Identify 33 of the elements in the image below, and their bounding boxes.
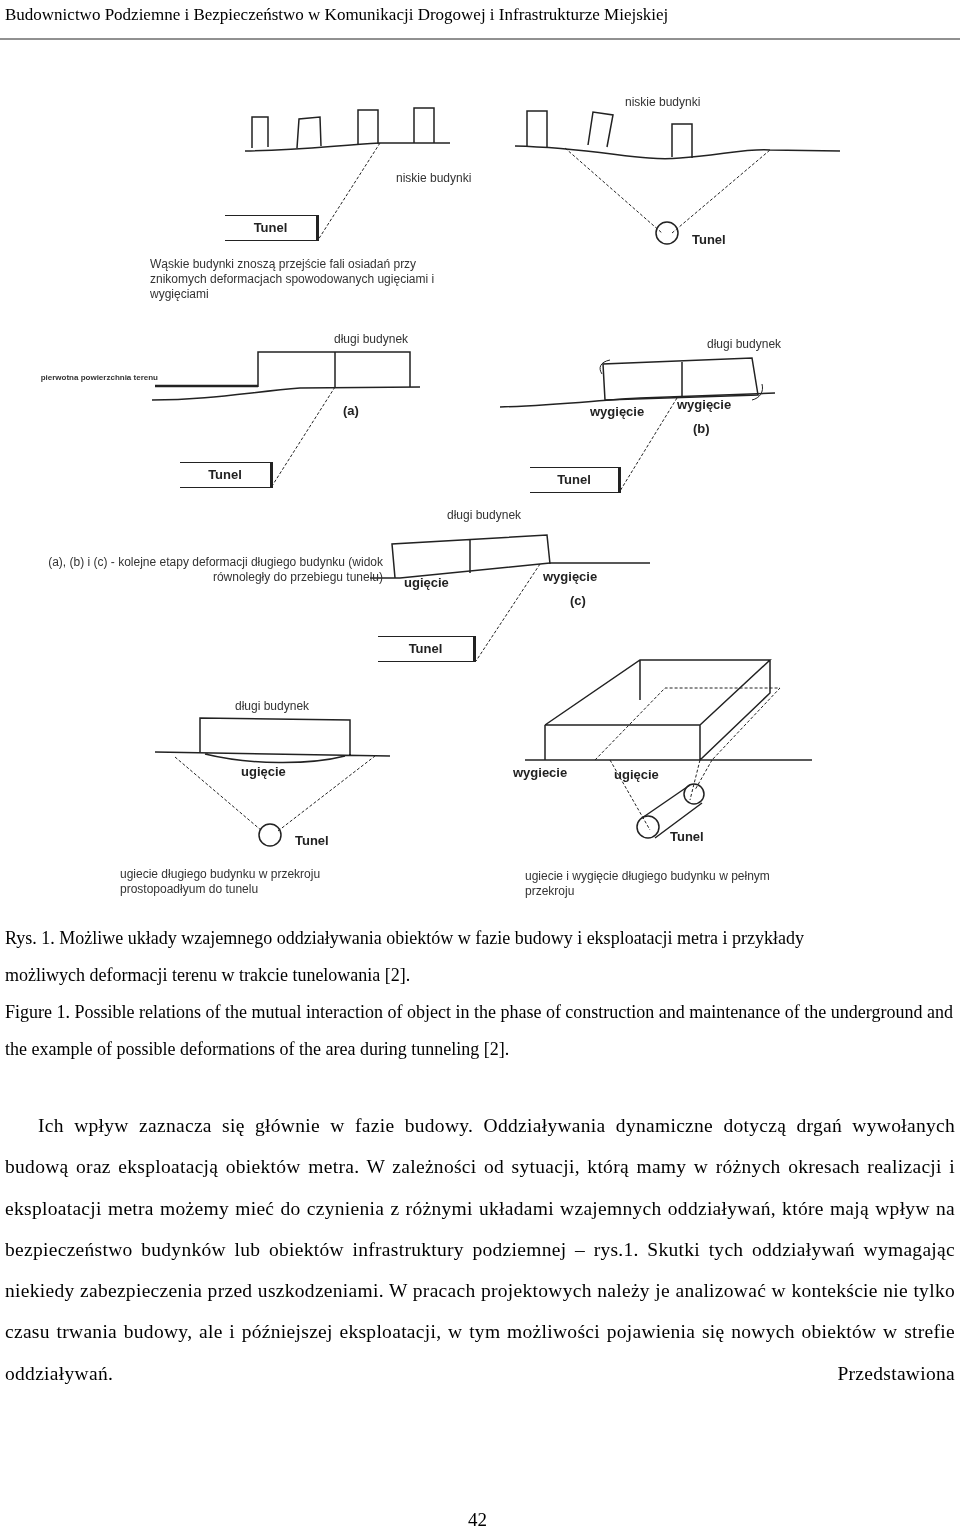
deformation-label: ugięcie xyxy=(241,764,286,779)
building-label: długi budynek xyxy=(235,699,310,714)
deformation-label: wygiecie xyxy=(513,765,568,780)
building-label: długi budynek xyxy=(707,337,782,352)
note-text: (a), (b) i (c) - kolejne etapy deformacji długiego budynku (widok równoległy do przebiegu tunelu) xyxy=(47,555,383,585)
building-label: niskie budynki xyxy=(625,95,701,110)
deformation-label: wygięcie xyxy=(677,397,732,412)
deformation-label: wygięcie xyxy=(543,569,598,584)
tunnel-box: Tunel xyxy=(530,467,621,493)
body-paragraph: Ich wpływ zaznacza się głównie w fazie budowy. Oddziaływania dynamiczne dotyczą drgań wywołanych budową oraz eksploatacją obiektów metra. W zależności od sytuacji, którą mamy w różnych okresach realizacji i eksploatacji metra możemy mieć do czynienia z różnymi układami wzajemnych oddziaływań, które mają wpływ na bezpieczeństwo budynków lub obiektów infrastruktury podziemnej – rys.1. Skutki tych oddziaływań wymagając niekiedy zabezpieczenia przed uszkodzeniami. W pracach projektowych należy je analizować w kontekście nie tylko czasu trwania budowy, ale i późniejszej eksploatacji, w tym możliwości pojawienia się nowych obiektów w strefie oddziaływań. Przedstawiona xyxy=(5,1114,955,1386)
tunnel-label: Tunel xyxy=(670,829,704,844)
figure-caption: Rys. 1. Możliwe układy wzajemnego oddziaływania obiektów w fazie budowy i eksploatacji metra i przykłady możliwych deformacji terenu w trakcie tunelowania [2]. xyxy=(5,927,806,987)
tunnel-label: Tunel xyxy=(692,232,726,247)
deformation-label: wygięcie xyxy=(590,404,645,419)
tunnel-box: Tunel xyxy=(225,215,319,241)
note-text: ugiecie długiego budynku w przekroju prostopoadłyum do tunelu xyxy=(120,867,322,897)
note-text: ugiecie i wygięcie długiego budynku w pełnym przekroju xyxy=(525,869,771,899)
tunnel-box: Tunel xyxy=(378,636,476,662)
page-number: 42 xyxy=(468,1512,487,1527)
running-header: Budownictwo Podziemne i Bezpieczeństwo w Komunikacji Drogowej i Infrastrukturze Miejskiej xyxy=(5,4,670,26)
surface-label: pierwotna powierzchnia terenu xyxy=(39,373,158,382)
deformation-label: ugięcie xyxy=(404,575,449,590)
building-label: długi budynek xyxy=(447,508,522,523)
building-label: długi budynek xyxy=(334,332,409,347)
deformation-label: ugięcie xyxy=(614,767,659,782)
stage-label: (c) xyxy=(570,593,586,608)
building-label: niskie budynki xyxy=(396,171,472,186)
stage-label: (b) xyxy=(693,421,710,436)
note-text: Wąskie budynki znoszą przejście fali osiadań przy znikomych deformacjach spowodowanych ugięciami i wygięciami xyxy=(150,257,436,302)
stage-label: (a) xyxy=(343,403,359,418)
tunnel-label: Tunel xyxy=(295,833,329,848)
tunnel-box: Tunel xyxy=(180,462,273,488)
figure-caption: Figure 1. Possible relations of the mutual interaction of object in the phase of construction and maintenance of the underground and the example of possible deformations of the area during tunneling [2]. xyxy=(5,1001,954,1061)
